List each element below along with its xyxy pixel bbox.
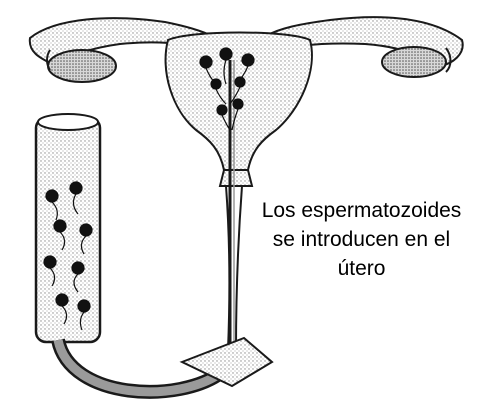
caption-line-1: Los espermatozoides: [236, 196, 487, 225]
caption-line-3: útero: [236, 254, 487, 283]
caption-text: Los espermatozoides se introducen en el …: [236, 196, 487, 283]
caption-line-2: se introducen en el: [236, 225, 487, 254]
transfer-arrow: [58, 338, 272, 392]
ovary-left: [47, 50, 116, 82]
